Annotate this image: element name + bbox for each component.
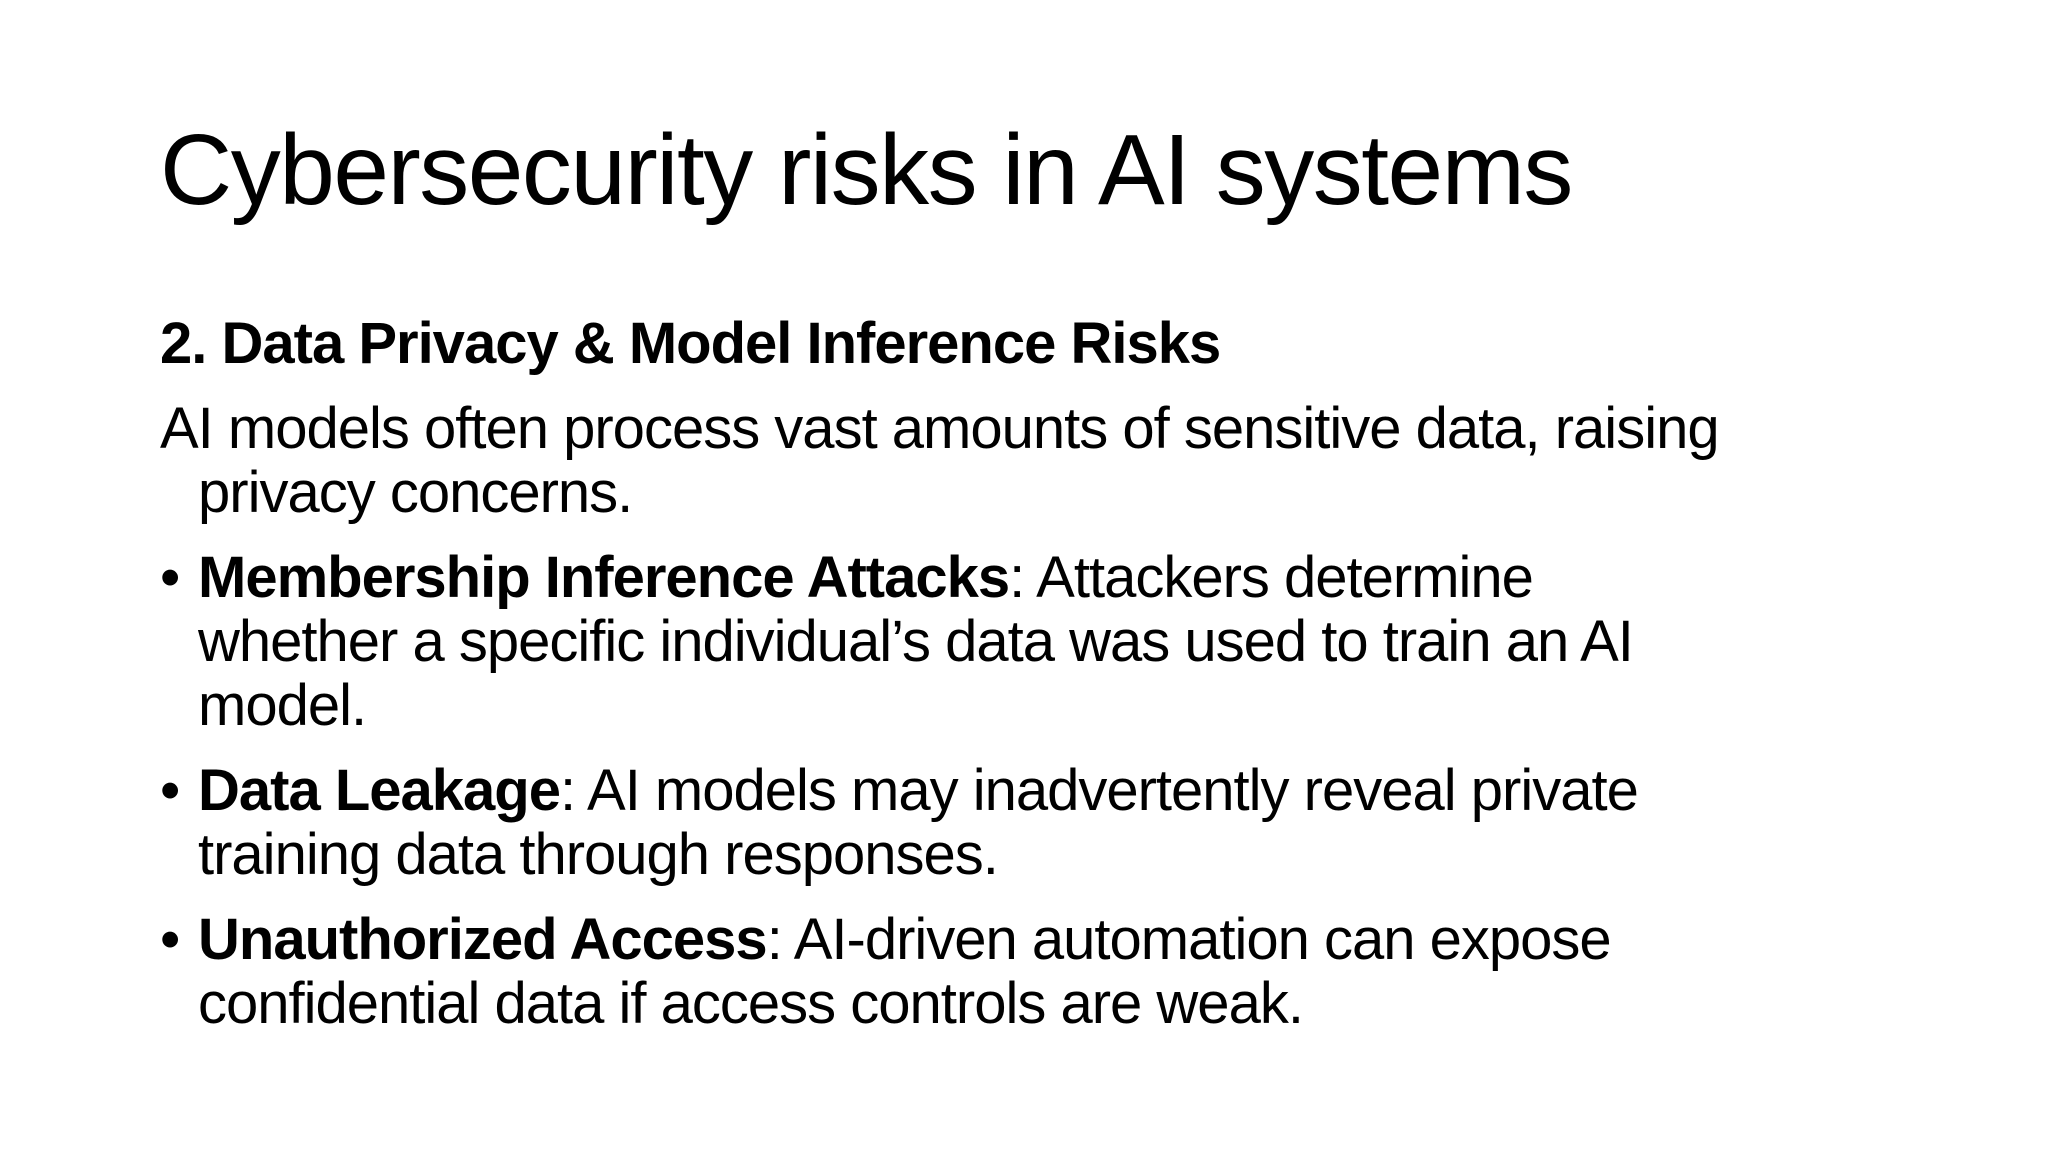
- bullet-icon: •: [160, 758, 180, 823]
- bullet-item: • Data Leakage: AI models may inadvertent…: [160, 759, 1990, 887]
- intro-first-line: AI models often process vast amounts of …: [160, 396, 1720, 461]
- bullet-item: • Unauthorized Access: AI-driven automati…: [160, 908, 1990, 1036]
- bullet-continuation-line: confidential data if access controls are…: [198, 971, 1304, 1036]
- bullet-continuation-line: whether a specific individual’s data was…: [198, 609, 1634, 674]
- slide-title: Cybersecurity risks in AI systems: [160, 114, 1573, 226]
- intro-paragraph: AI models often process vast amounts of …: [160, 397, 1990, 525]
- bullet-term: Unauthorized Access: [198, 907, 768, 972]
- bullet-term: Membership Inference Attacks: [198, 545, 1010, 610]
- bullet-first-line: Unauthorized Access: AI-driven automatio…: [198, 908, 1990, 972]
- bullet-first-line: Membership Inference Attacks: Attackers …: [198, 546, 1990, 610]
- slide-body: 2. Data Privacy & Model Inference Risks …: [160, 312, 1990, 1057]
- bullet-item: • Membership Inference Attacks: Attackers…: [160, 546, 1990, 738]
- bullet-description: : AI models may inadvertently reveal pri…: [559, 758, 1639, 823]
- bullet-continuation-line: model.: [198, 673, 367, 738]
- bullet-icon: •: [160, 545, 180, 610]
- intro-continuation-line: privacy concerns.: [198, 460, 633, 525]
- bullet-description: : AI-driven automation can expose: [766, 907, 1612, 972]
- bullet-list: • Membership Inference Attacks: Attackers…: [160, 546, 1990, 1036]
- bullet-term: Data Leakage: [198, 758, 561, 823]
- intro-continuation-lines: privacy concerns.: [160, 461, 1990, 525]
- bullet-icon: •: [160, 907, 180, 972]
- bullet-description: : Attackers determine: [1009, 545, 1534, 610]
- bullet-continuation-line: training data through responses.: [198, 822, 999, 887]
- section-heading: 2. Data Privacy & Model Inference Risks: [160, 311, 1221, 376]
- bullet-first-line: Data Leakage: AI models may inadvertentl…: [198, 759, 1990, 823]
